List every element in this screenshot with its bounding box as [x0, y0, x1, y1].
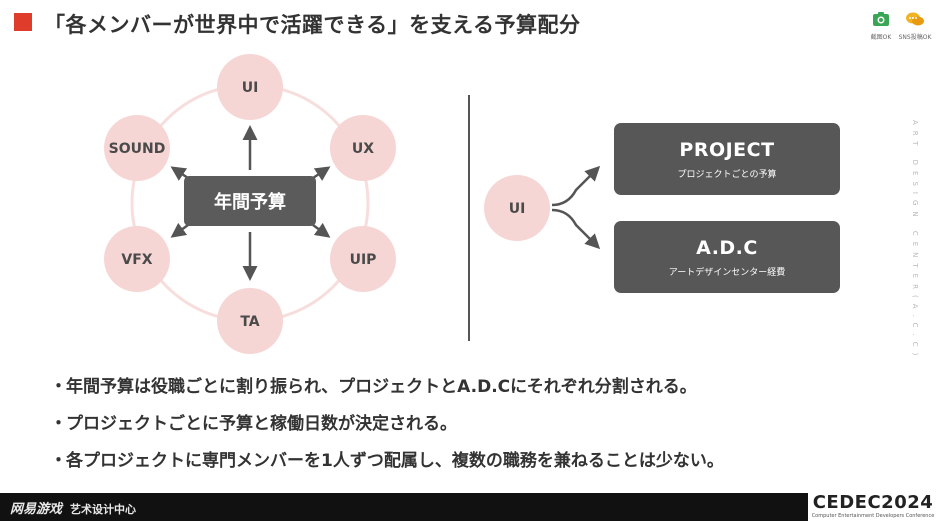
node-ui-label: UI	[242, 80, 259, 96]
side-vertical-text: ART DESIGN CENTER(A.C.C)	[911, 120, 919, 362]
annual-budget-box: 年間予算	[184, 176, 316, 226]
node-vfx: VFX	[104, 226, 170, 292]
cedec-logo-text: CEDEC2024	[812, 492, 934, 513]
arrow-to-project	[551, 165, 601, 207]
node-ta: TA	[217, 288, 283, 354]
brand-logo: 网易游戏艺术设计中心	[10, 498, 136, 517]
arrow-to-uip	[312, 222, 331, 238]
screenshot-ok-badge: 截图OK	[864, 11, 898, 41]
chat-icon	[906, 12, 924, 26]
slide: 「各メンバーが世界中で活躍できる」を支える予算配分 截图OK SNS投稿OK	[14, 11, 932, 483]
adc-subtitle: アートデザインセンター経費	[668, 267, 786, 278]
camera-icon	[873, 12, 889, 26]
bullet-list: ・年間予算は役職ごとに割り振られ、プロジェクトとA.D.Cにそれぞれ分割される。…	[50, 372, 724, 483]
brand-name: 网易游戏	[10, 502, 63, 517]
project-box: PROJECT プロジェクトごとの予算	[614, 123, 840, 195]
node-vfx-label: VFX	[121, 252, 152, 268]
bullet-item: ・プロジェクトごとに予算と稼働日数が決定される。	[50, 414, 457, 434]
source-node-label: UI	[509, 201, 526, 217]
node-sound: SOUND	[104, 115, 170, 181]
bullet-text: 年間予算は役職ごとに割り振られ、プロジェクトとA.D.Cにそれぞれ分割される。	[66, 377, 697, 397]
adc-box: A.D.C アートデザインセンター経費	[614, 221, 840, 293]
adc-title: A.D.C	[696, 236, 758, 259]
annual-budget-label: 年間予算	[214, 192, 286, 213]
node-ux-label: UX	[352, 141, 374, 157]
arrow-to-ux	[312, 166, 331, 181]
source-node-ui: UI	[484, 175, 550, 241]
node-uip: UIP	[330, 226, 396, 292]
budget-diagram: UI UX UIP TA VFX SOUND UI	[104, 54, 601, 354]
project-subtitle: プロジェクトごとの予算	[677, 169, 777, 180]
brand-subtitle: 艺术设计中心	[70, 503, 137, 516]
cedec-tagline: Computer Entertainment Developers Confer…	[811, 513, 935, 519]
node-ta-label: TA	[240, 314, 259, 330]
cedec-logo: CEDEC2024 Computer Entertainment Develop…	[808, 493, 938, 521]
bullet-item: ・年間予算は役職ごとに割り振られ、プロジェクトとA.D.Cにそれぞれ分割される。	[50, 377, 697, 397]
bullet-item: ・各プロジェクトに専門メンバーを1人ずつ配属し、複数の職務を兼ねることは少ない。	[50, 451, 724, 471]
title-marker	[14, 13, 32, 31]
node-sound-label: SOUND	[109, 141, 166, 157]
node-ux: UX	[330, 115, 396, 181]
sns-ok-badge: SNS投稿OK	[898, 11, 932, 41]
bullet-text: プロジェクトごとに予算と稼働日数が決定される。	[66, 414, 457, 434]
arrow-to-vfx	[170, 222, 189, 238]
project-title: PROJECT	[679, 138, 775, 161]
vertical-divider	[468, 95, 470, 341]
sns-ok-label: SNS投稿OK	[898, 34, 932, 41]
node-ui: UI	[217, 54, 283, 120]
slide-title: 「各メンバーが世界中で活躍できる」を支える予算配分	[44, 13, 581, 37]
footer-bar: 网易游戏艺术设计中心 CEDEC2024 Computer Entertainm…	[0, 493, 938, 521]
arrow-to-adc	[551, 208, 601, 250]
node-uip-label: UIP	[350, 252, 377, 268]
screenshot-ok-label: 截图OK	[870, 34, 892, 41]
bullet-text: 各プロジェクトに専門メンバーを1人ずつ配属し、複数の職務を兼ねることは少ない。	[66, 451, 724, 471]
